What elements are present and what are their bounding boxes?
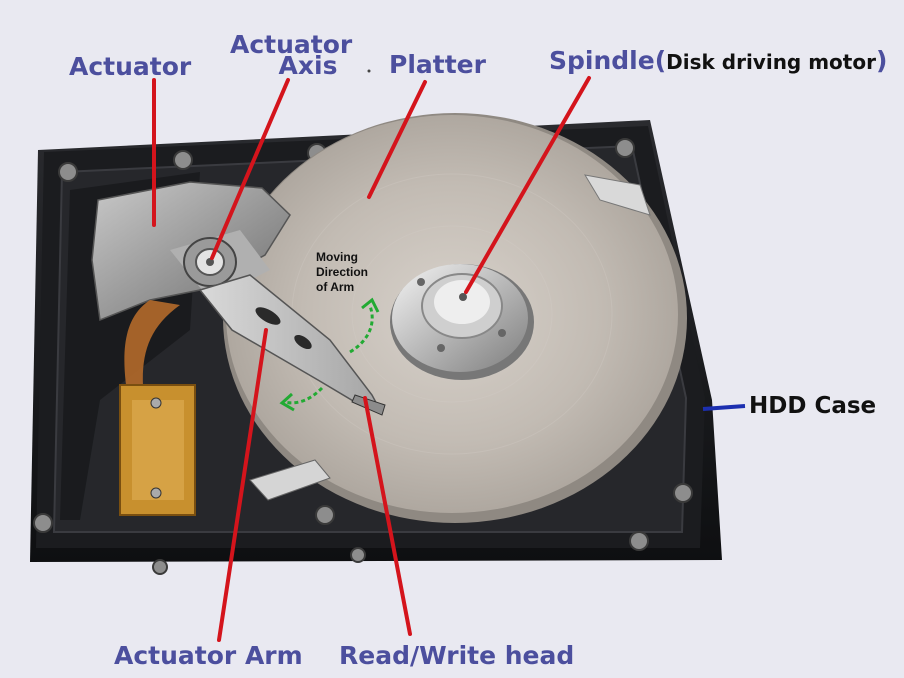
label-actuator-axis-line1: Actuator [230, 30, 353, 59]
label-read-write-head: Read/Write head [339, 641, 575, 670]
label-moving-direction: Moving Direction of Arm [316, 250, 406, 295]
label-platter: Platter [389, 50, 486, 79]
leader-hdd-case [702, 404, 746, 411]
label-spindle: Spindle [549, 46, 655, 75]
moving-direction-line1: Moving [316, 250, 358, 264]
arm-slot [255, 307, 281, 325]
label-spindle-paren-close: ) [875, 46, 888, 75]
read-write-head-tip [351, 394, 386, 416]
label-actuator-axis-line2: Axis [278, 51, 338, 80]
arm-slot [294, 334, 312, 350]
label-spindle-paren-open: ( [654, 46, 667, 75]
head-ramp [584, 174, 651, 216]
label-actuator: Actuator [69, 52, 192, 81]
case-screws [33, 138, 693, 575]
actuator-assembly [91, 181, 291, 322]
lower-bracket [249, 459, 331, 501]
leader-platter [367, 80, 427, 199]
arrowhead-up [361, 297, 380, 313]
connector-block [119, 384, 196, 516]
label-spindle-group: Spindle(Disk driving motor) [549, 48, 887, 73]
label-spindle-note: Disk driving motor [666, 50, 876, 74]
moving-direction-line3: of Arm [316, 280, 355, 294]
arm-direction-arrows [283, 305, 374, 405]
label-dot [367, 69, 371, 73]
label-hdd-case: HDD Case [749, 393, 877, 419]
label-actuator-axis: Actuator Axis [230, 30, 353, 80]
leader-spindle [464, 76, 591, 294]
label-actuator-arm: Actuator Arm [114, 641, 303, 670]
arrowhead-left [279, 392, 295, 412]
leader-actuator-axis [210, 78, 290, 260]
leader-actuator-arm [217, 328, 268, 642]
spindle-hub [390, 264, 534, 380]
leader-read-write-head [363, 396, 412, 636]
moving-direction-line2: Direction [316, 265, 369, 279]
leader-lines [152, 76, 591, 642]
